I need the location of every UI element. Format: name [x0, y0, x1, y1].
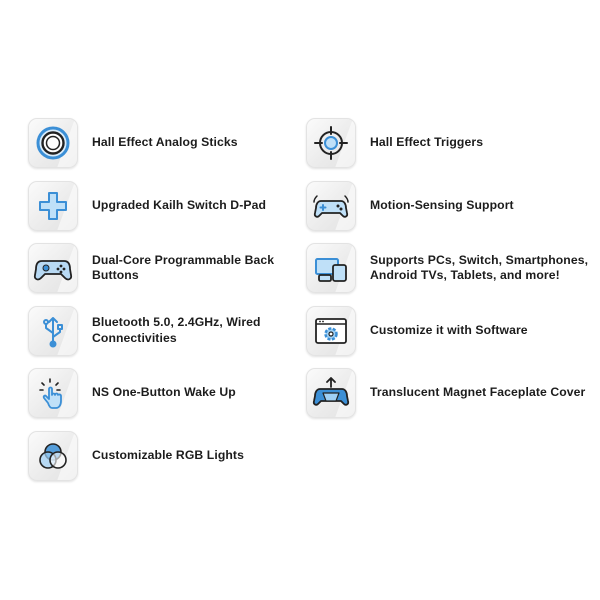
software-icon	[306, 305, 356, 356]
feature-label: Hall Effect Triggers	[370, 135, 484, 150]
analog-stick-icon	[28, 118, 78, 168]
feature-device-support: Supports PCs, Switch, Smartphones, Andro…	[306, 243, 596, 293]
feature-hall-effect-triggers: Hall Effect Triggers	[306, 118, 596, 168]
feature-label: Supports PCs, Switch, Smartphones, Andro…	[370, 252, 589, 283]
motion-gamepad-icon	[306, 180, 356, 231]
devices-icon	[306, 243, 356, 293]
gamepad-icon	[28, 243, 78, 293]
faceplate-icon	[306, 368, 356, 418]
features-left-column: Hall Effect Analog Sticks Upgraded Kailh…	[28, 118, 290, 493]
feature-software: Customize it with Software	[306, 305, 596, 356]
rgb-icon	[28, 430, 78, 481]
feature-hall-effect-sticks: Hall Effect Analog Sticks	[28, 118, 290, 168]
usb-icon	[28, 305, 78, 356]
feature-dpad: Upgraded Kailh Switch D-Pad	[28, 180, 290, 231]
feature-label: Dual-Core Programmable Back Buttons	[92, 252, 275, 283]
feature-label: NS One-Button Wake Up	[92, 385, 236, 400]
touch-icon	[28, 368, 78, 418]
feature-rgb: Customizable RGB Lights	[28, 430, 290, 481]
dpad-icon	[28, 180, 78, 231]
feature-label: Customize it with Software	[370, 322, 528, 337]
feature-back-buttons: Dual-Core Programmable Back Buttons	[28, 243, 290, 293]
feature-faceplate: Translucent Magnet Faceplate Cover	[306, 368, 596, 418]
feature-label: Bluetooth 5.0, 2.4GHz, Wired Connectivit…	[92, 315, 261, 345]
feature-connectivity: Bluetooth 5.0, 2.4GHz, Wired Connectivit…	[28, 305, 290, 356]
feature-motion-sensing: Motion-Sensing Support	[306, 180, 596, 231]
crosshair-icon	[306, 118, 356, 168]
feature-label: Upgraded Kailh Switch D-Pad	[92, 197, 267, 212]
feature-label: Motion-Sensing Support	[370, 197, 514, 212]
feature-wake-up: NS One-Button Wake Up	[28, 368, 290, 418]
features-right-column: Hall Effect Triggers Motion-Sensing Supp…	[306, 118, 596, 431]
feature-label: Hall Effect Analog Sticks	[92, 135, 238, 150]
feature-label: Customizable RGB Lights	[92, 447, 244, 462]
feature-label: Translucent Magnet Faceplate Cover	[370, 385, 586, 400]
